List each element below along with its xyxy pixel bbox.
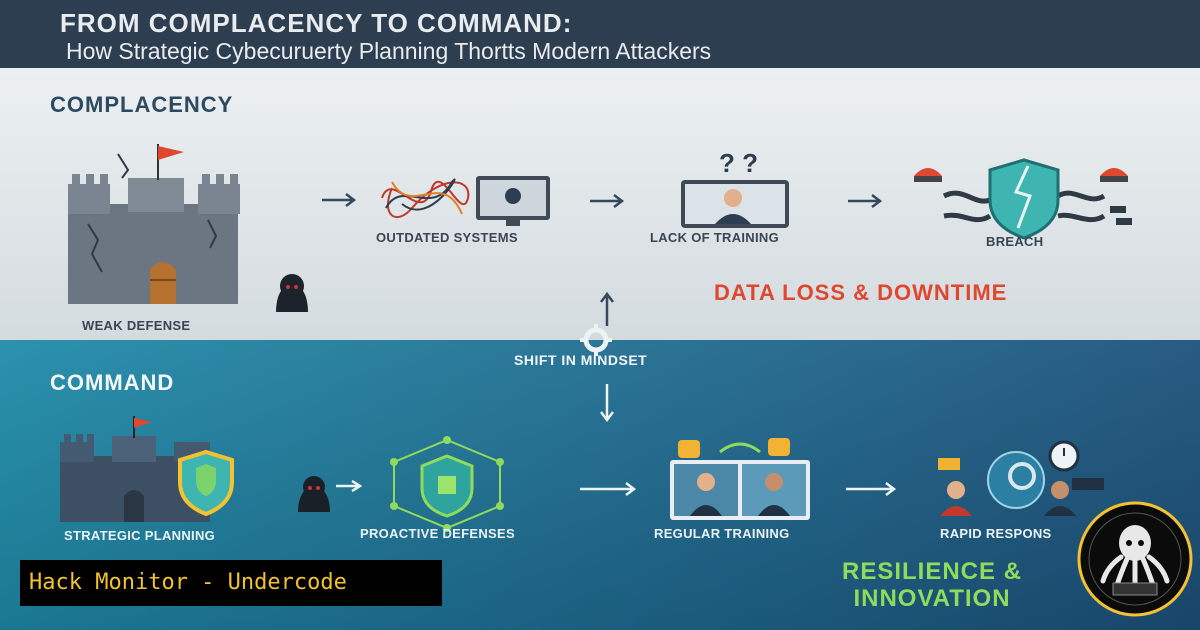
arrow-down-icon — [600, 384, 614, 422]
arrow-right-icon — [846, 482, 896, 496]
arrow-right-icon — [336, 480, 362, 492]
training-session-icon — [670, 438, 810, 520]
step-label-strategic-planning: STRATEGIC PLANNING — [64, 528, 216, 543]
arrow-right-icon — [580, 482, 636, 496]
complacency-section: COMPLACENCY WEAK DEFENSE OUTDATED SYSTEM… — [0, 68, 1200, 340]
brand-bar[interactable]: Hack Monitor - Undercode — [20, 560, 442, 606]
page-subtitle: How Strategic Cybecuruerty Planning Thor… — [66, 38, 712, 64]
outcome-line-2: INNOVATION — [853, 585, 1011, 612]
hooded-attacker-icon — [276, 274, 308, 312]
crumbling-castle-icon — [68, 144, 240, 304]
header-banner: FROM COMPLACENCY TO COMMAND: How Strateg… — [0, 0, 1200, 68]
step-label-regular-training: REGULAR TRAINING — [654, 526, 790, 541]
brand-label: Hack Monitor - Undercode — [29, 570, 347, 595]
step-label-weak-defense: WEAK DEFENSE — [82, 318, 191, 333]
response-team-icon — [938, 440, 1104, 516]
outcome-resilience: RESILIENCE & INNOVATION — [842, 558, 1022, 612]
step-label-rapid-response: RAPID RESPONS — [940, 526, 1052, 541]
step-label-outdated-systems: OUTDATED SYSTEMS — [376, 230, 518, 245]
step-label-breach: BREACH — [986, 234, 1044, 249]
step-label-lack-of-training: LACK OF TRAINING — [650, 230, 780, 245]
command-title: COMMAND — [50, 370, 175, 395]
arrow-up-icon — [600, 292, 614, 326]
shift-mindset-label: SHIFT IN MINDSET — [514, 352, 648, 368]
step-label-proactive-defenses: PROACTIVE DEFENSES — [360, 526, 515, 541]
octopus-logo-icon[interactable] — [1077, 501, 1193, 617]
arrow-right-icon — [848, 194, 882, 208]
arrow-right-icon — [590, 194, 624, 208]
outcome-line-1: RESILIENCE & — [842, 558, 1023, 585]
svg-text:? ?: ? ? — [719, 152, 758, 178]
gear-icon — [580, 324, 612, 356]
tangled-wires-icon — [381, 176, 550, 226]
confused-user-icon: ? ? — [681, 152, 789, 228]
complacency-title: COMPLACENCY — [50, 92, 234, 117]
outcome-data-loss: DATA LOSS & DOWNTIME — [714, 280, 1008, 305]
page-title: FROM COMPLACENCY TO COMMAND: — [60, 8, 573, 38]
hexagon-shield-icon — [390, 436, 504, 532]
arrow-right-icon — [322, 193, 356, 207]
hooded-attacker-icon — [298, 476, 330, 512]
broken-shield-icon — [914, 158, 1132, 240]
fortified-castle-icon — [60, 416, 234, 522]
